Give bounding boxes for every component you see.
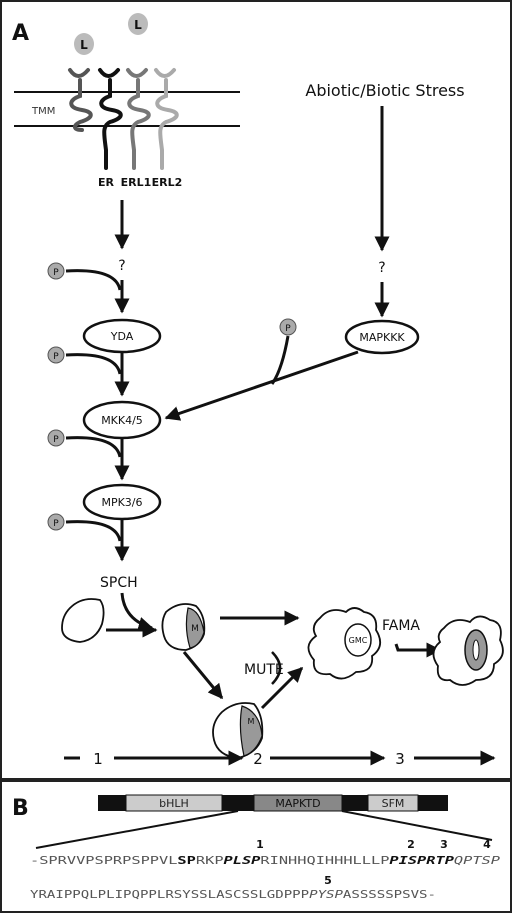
phospho-2-label: P bbox=[53, 352, 59, 362]
sequence-line-2-segment: YRAIPPQLPLIPQPPLRSYSSLASCSSLGDPPP bbox=[30, 889, 309, 901]
arrow-amplifying-to-gmc bbox=[260, 666, 304, 710]
yda-label: YDA bbox=[110, 330, 134, 343]
meristemoid-m-label: M bbox=[191, 624, 199, 634]
stress-label: Abiotic/Biotic Stress bbox=[305, 81, 464, 100]
site-number-3: 3 bbox=[440, 838, 448, 851]
phospho-1-link bbox=[65, 269, 122, 291]
sequence-line-1-segment: QPTSP bbox=[454, 855, 501, 867]
mute-label: MUTE bbox=[244, 662, 284, 678]
ligand-1-label: L bbox=[80, 38, 88, 52]
receptor-er-label: ER bbox=[98, 176, 115, 189]
phospho-3-label: P bbox=[53, 435, 59, 445]
panel-a-frame bbox=[0, 0, 512, 780]
sequence-line-1-segment: PLSP bbox=[224, 855, 262, 867]
sequence-line-1-segment: PISPRTP bbox=[389, 855, 454, 867]
receptor-tmm bbox=[68, 68, 93, 132]
guard-cell-pair bbox=[432, 615, 504, 686]
receptor-erl2-label: ERL2 bbox=[152, 176, 183, 189]
sequence-line-1-segment: RINHHQIHHHLLLP bbox=[260, 855, 389, 867]
phospho-1: P bbox=[47, 262, 65, 280]
arrow-spch-to-meristemoid bbox=[120, 592, 154, 632]
phospho-4-label: P bbox=[53, 519, 59, 529]
phospho-3: P bbox=[47, 429, 65, 447]
stage-3-label: 3 bbox=[395, 750, 405, 768]
site-number-2: 2 bbox=[407, 838, 415, 851]
sequence-line-1-segment: -SPRVVPSPRPSPPVL bbox=[30, 855, 177, 867]
sequence-line-2-segment: ASSSSSPSVS- bbox=[343, 889, 436, 901]
phospho-4: P bbox=[47, 513, 65, 531]
mapkkk-node bbox=[344, 319, 420, 355]
mpk-node bbox=[82, 483, 162, 521]
panel-b-frame bbox=[0, 780, 512, 913]
amplifying-cell: M bbox=[212, 702, 264, 759]
receptor-erl1 bbox=[126, 68, 151, 170]
yda-node bbox=[82, 318, 162, 354]
panel-a-label: A bbox=[12, 21, 29, 46]
site-number-5: 5 bbox=[324, 874, 332, 887]
arrow-meristemoid-to-amplifying bbox=[182, 651, 224, 700]
receptor-erl1-label: ERL1 bbox=[121, 176, 152, 189]
meristemoid-cell: M bbox=[161, 603, 206, 651]
fama-label: FAMA bbox=[382, 618, 420, 634]
phospho-1-label: P bbox=[53, 268, 59, 278]
ligand-2: L bbox=[128, 13, 148, 35]
receptor-erl2 bbox=[154, 68, 179, 170]
mpk-label: MPK3/6 bbox=[101, 496, 142, 509]
phospho-4-link bbox=[65, 520, 122, 542]
site-number-4: 4 bbox=[483, 838, 491, 851]
arrow-gmc-to-guard-cells bbox=[394, 642, 442, 658]
stage-2-label: 2 bbox=[253, 750, 263, 768]
ligand-1: L bbox=[74, 33, 94, 55]
gmc-label: GMC bbox=[349, 636, 368, 645]
phospho-5-label: P bbox=[285, 324, 291, 334]
mkk-node bbox=[82, 400, 162, 440]
panel-b-label: B bbox=[12, 796, 29, 821]
mapkkk-label: MAPKKK bbox=[359, 331, 405, 344]
phospho-5: P bbox=[279, 318, 297, 336]
sequence-line-1-segment: SP bbox=[177, 855, 195, 867]
zoom-line-left bbox=[35, 810, 239, 849]
unknown-left: ? bbox=[118, 258, 125, 274]
protodermal-cell bbox=[61, 598, 105, 643]
membrane-label: TMM bbox=[31, 106, 55, 117]
sequence-line-2-segment: PYSP bbox=[309, 889, 344, 901]
receptor-er bbox=[98, 68, 123, 170]
phospho-2-link bbox=[65, 353, 122, 375]
phospho-2: P bbox=[47, 346, 65, 364]
gmc-cell: GMC bbox=[307, 607, 382, 680]
stage-1-label: 1 bbox=[93, 750, 103, 768]
protein-domain-bar bbox=[98, 794, 448, 812]
arrow-mapkkk-to-mkk bbox=[164, 350, 359, 421]
phospho-3-link bbox=[65, 436, 122, 458]
zoom-line-right bbox=[341, 810, 493, 841]
amplifying-m-label: M bbox=[248, 717, 255, 726]
site-number-1: 1 bbox=[256, 838, 264, 851]
domain-mapktd-label: MAPKTD bbox=[275, 797, 320, 810]
ligand-2-label: L bbox=[134, 18, 142, 32]
domain-sfm-label: SFM bbox=[382, 797, 405, 810]
spch-label: SPCH bbox=[100, 575, 138, 591]
domain-bhlh-label: bHLH bbox=[159, 797, 189, 810]
unknown-right: ? bbox=[378, 260, 385, 276]
mkk-label: MKK4/5 bbox=[101, 414, 143, 427]
mute-bracket bbox=[271, 651, 282, 685]
sequence-line-1-segment: RKP bbox=[196, 855, 224, 867]
